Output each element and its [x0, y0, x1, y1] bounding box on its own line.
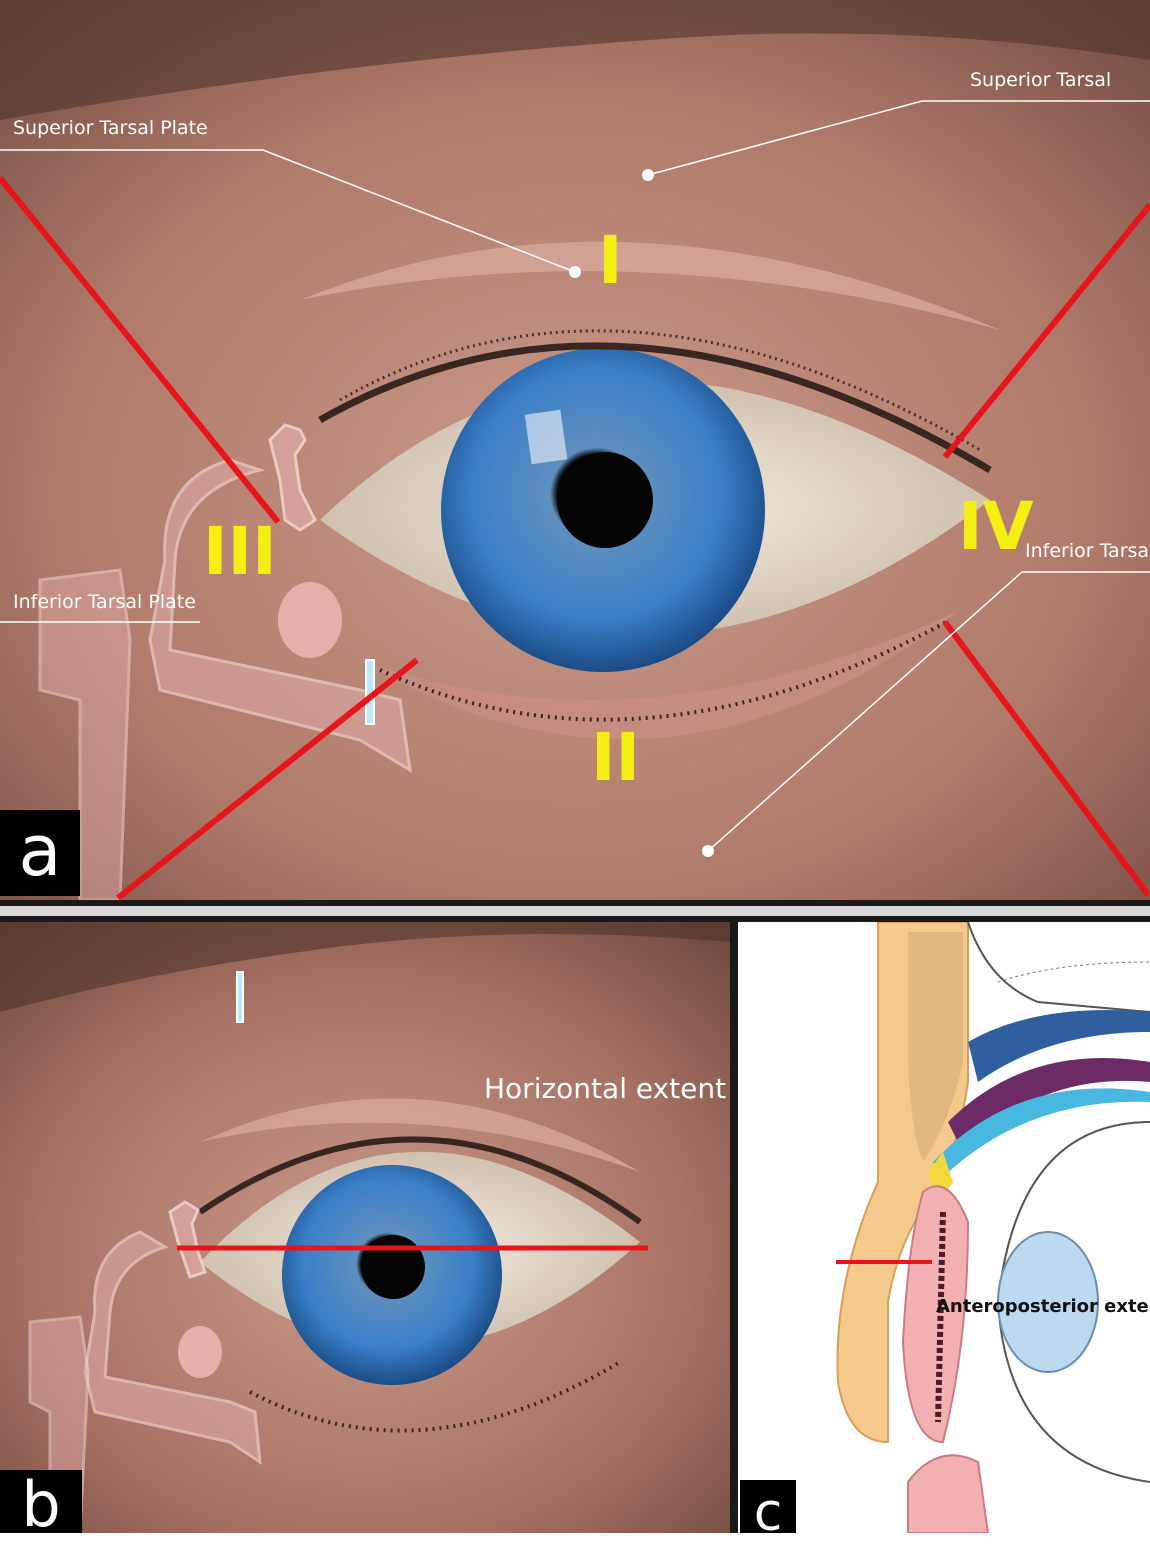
panel-a-illustration: Superior Tarsal Plate Superior Tarsal In…	[0, 0, 1150, 900]
panel-b-horizontal-extent: Horizontal extent	[0, 922, 730, 1533]
lower-lid-section	[907, 1454, 990, 1533]
caruncle	[278, 582, 342, 658]
levator-muscle-band	[968, 1010, 1150, 1082]
nasolacrimal-duct	[38, 568, 132, 900]
divider-line-lower-left	[116, 657, 419, 900]
panel-a-eye-regions: Superior Tarsal Plate Superior Tarsal In…	[0, 0, 1150, 900]
lacrimal-canaliculus-b	[168, 1200, 207, 1279]
muller-muscle-band	[948, 1058, 1150, 1152]
lower-eyelashes-b	[249, 1360, 622, 1433]
septum-band	[933, 1088, 1150, 1177]
leader-inferior-tarsal	[707, 571, 1150, 852]
orbit-outline-top	[967, 922, 1150, 1013]
upper-eyelash-texture	[339, 329, 981, 452]
region-label-iv: IV	[958, 488, 1034, 565]
lacrimal-sac-b	[83, 1230, 262, 1466]
lacrimal-punctum-b	[236, 971, 244, 1023]
divider-line-upper-right	[942, 203, 1150, 459]
dashed-reference-line	[997, 961, 1150, 983]
upper-eyelashes-b	[198, 1136, 642, 1225]
panel-letter-a: a	[0, 810, 80, 896]
divider-line-upper-left	[0, 176, 281, 524]
divider-horizontal-dark	[0, 900, 1150, 906]
lower-eyelashes	[379, 618, 951, 722]
label-inferior-tarsal: Inferior Tarsal	[1025, 540, 1150, 562]
region-label-iii: III	[203, 513, 277, 590]
label-anteroposterior-extent: Anteroposterior extent	[936, 1296, 1150, 1317]
label-superior-tarsal: Superior Tarsal	[970, 69, 1111, 91]
label-horizontal-extent: Horizontal extent	[484, 1072, 726, 1105]
label-superior-tarsal-plate: Superior Tarsal Plate	[13, 117, 208, 139]
divider-vertical	[730, 922, 738, 1533]
pupil	[557, 452, 653, 548]
divider-horizontal-light	[0, 906, 1150, 916]
upper-lid-fold-b	[200, 1098, 640, 1172]
leader-superior-tarsal	[647, 100, 1150, 176]
panel-letter-b: b	[0, 1470, 82, 1540]
caruncle-b	[178, 1326, 222, 1378]
lower-lid	[360, 610, 960, 740]
lacrimal-canaliculus-upper	[268, 423, 317, 532]
leader-dot-superior-tarsal	[642, 169, 654, 181]
lacrimal-sac	[148, 458, 412, 773]
pupil-b	[361, 1235, 425, 1299]
iris-reflection	[524, 409, 568, 465]
bone-marrow-region	[908, 932, 963, 1162]
lens	[997, 1231, 1099, 1373]
leader-dot-superior-tarsal-plate	[569, 266, 581, 278]
eyebrow	[0, 0, 1150, 120]
panel-letter-c: c	[740, 1480, 796, 1543]
meibomian-gland	[935, 1211, 946, 1423]
tarsal-plate-section	[901, 1185, 970, 1444]
panel-b-illustration: Horizontal extent	[0, 922, 730, 1533]
divider-line-lower-right	[942, 620, 1150, 897]
leader-superior-tarsal-plate	[0, 149, 576, 273]
region-label-i: I	[598, 222, 623, 299]
leader-dot-inferior-tarsal	[702, 845, 714, 857]
panel-c-cross-section: Anteroposterior extent	[738, 922, 1150, 1533]
divider-horizontal-dark-lower	[0, 916, 1150, 922]
upper-eyelashes	[318, 342, 992, 474]
upper-lid-fold	[300, 241, 1000, 330]
eyebrow-b	[0, 922, 730, 1012]
label-inferior-tarsal-plate: Inferior Tarsal Plate	[13, 591, 196, 613]
panel-c-anteroposterior-extent: Anteroposterior extent	[738, 922, 1150, 1533]
region-label-ii: II	[591, 719, 640, 796]
